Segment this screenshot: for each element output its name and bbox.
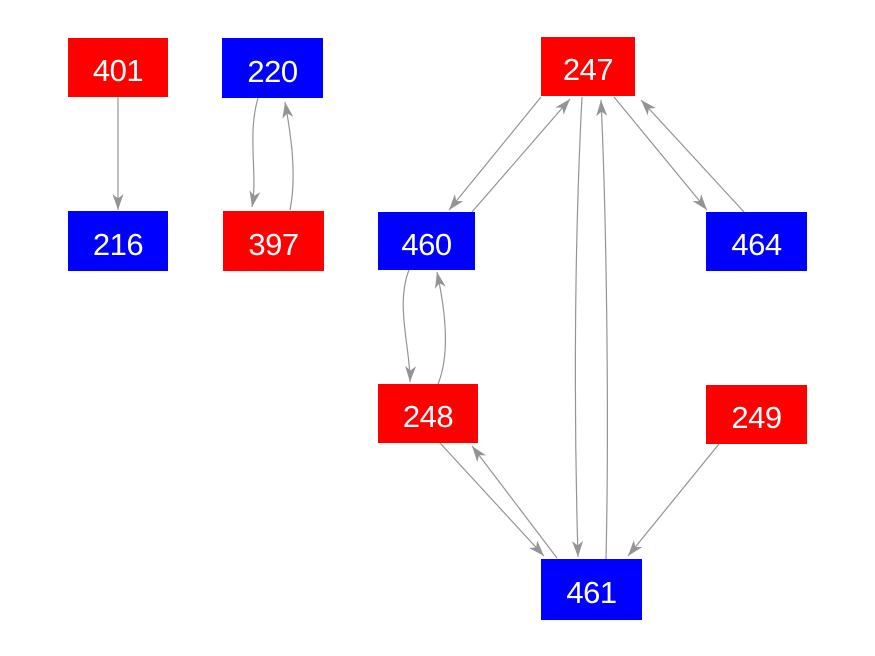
edge-247-460 xyxy=(448,96,542,211)
edge-460-247 xyxy=(471,98,571,213)
graph-node-label-248: 248 xyxy=(402,399,454,434)
graph-node-247: 247 xyxy=(541,37,635,96)
graph-node-label-216: 216 xyxy=(92,226,144,262)
graph-node-label-249: 249 xyxy=(731,400,782,435)
graph-node-label-401: 401 xyxy=(92,53,144,88)
edge-248-461 xyxy=(439,442,545,557)
graph-node-464: 464 xyxy=(706,212,807,271)
graph-node-label-464: 464 xyxy=(731,227,782,262)
graph-node-397: 397 xyxy=(223,211,324,271)
edge-461-247 xyxy=(596,99,608,560)
graph-node-label-460: 460 xyxy=(401,226,452,262)
edge-397-220 xyxy=(282,101,294,211)
edge-220-397 xyxy=(249,97,261,208)
graph-node-401: 401 xyxy=(68,38,168,97)
graph-node-220: 220 xyxy=(222,38,323,98)
graph-node-label-220: 220 xyxy=(247,53,298,89)
edge-group xyxy=(112,96,745,560)
graph-node-label-397: 397 xyxy=(248,226,299,262)
graph-node-248: 248 xyxy=(378,384,478,443)
edge-461-248 xyxy=(471,445,558,559)
edge-248-460 xyxy=(434,271,446,385)
graph-node-460: 460 xyxy=(378,212,475,270)
graph-node-label-247: 247 xyxy=(562,52,614,87)
graph-node-461: 461 xyxy=(541,559,642,620)
graph-node-216: 216 xyxy=(68,211,168,271)
edge-247-461 xyxy=(572,96,584,558)
edge-464-247 xyxy=(640,99,745,213)
graph-node-label-461: 461 xyxy=(566,575,617,610)
graph-node-249: 249 xyxy=(706,385,807,444)
edge-249-461 xyxy=(627,443,720,557)
edge-247-464 xyxy=(613,96,708,211)
edge-460-248 xyxy=(402,269,417,383)
